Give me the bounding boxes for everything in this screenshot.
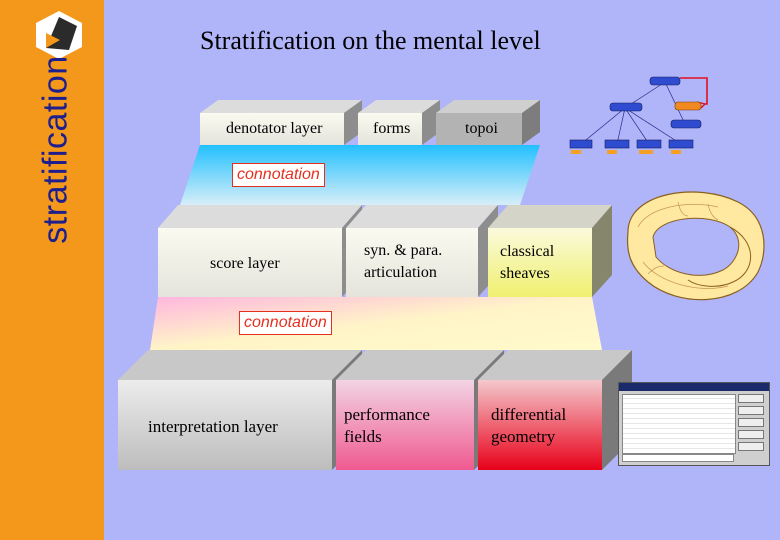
denotator-tree-thumbnail [569,76,708,154]
connotation-label-lower: connotation [239,311,332,335]
connotation-cone-upper [180,145,540,205]
row-mental [200,100,540,145]
row-physical [158,205,612,297]
logo-icon [36,11,82,59]
cell-classical-sheaves: classical sheaves [500,243,555,282]
sidebar: stratification [0,0,104,540]
table-window-thumbnail [618,382,770,466]
cell-topoi: topoi [465,120,498,137]
cell-denotator-layer: denotator layer [226,120,323,137]
cell-syn-para-articulation: syn. & para. articulation [364,242,443,281]
table-window-titlebar [619,383,769,391]
cell-differential-geometry: differential geometry [491,405,567,446]
row-psychological [118,350,632,470]
connotation-label-upper: connotation [232,163,325,187]
cell-performance-fields: performance fields [344,405,430,446]
table-window-buttons [738,394,764,454]
table-window-grid [622,394,736,454]
page-title: Stratification on the mental level [200,26,541,55]
cell-interpretation-layer: interpretation layer [148,417,278,436]
cell-forms: forms [373,120,411,137]
table-window-status [622,454,734,462]
connotation-cone-lower [150,297,602,350]
moebius-strip-image [626,191,765,301]
cell-score-layer: score layer [210,255,280,272]
